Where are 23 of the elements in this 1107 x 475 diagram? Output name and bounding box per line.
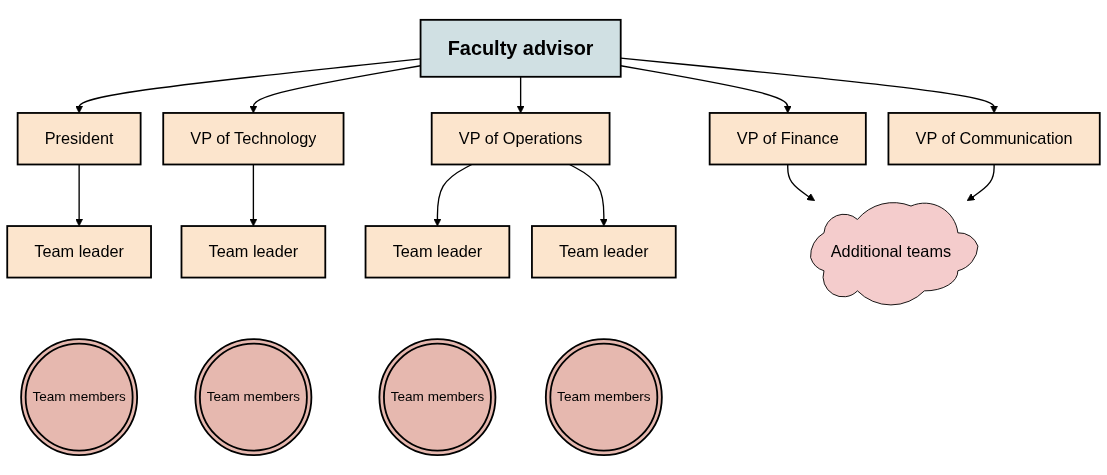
- node-box: President: [16, 112, 142, 166]
- node-circle: Team members: [20, 338, 139, 457]
- node-box: Team leader: [364, 225, 511, 279]
- node-circle: Team members: [378, 338, 497, 457]
- node-box: Faculty advisor: [419, 18, 622, 78]
- arrow: [75, 163, 84, 227]
- arrow: [568, 163, 608, 227]
- node-circle: Team members: [194, 338, 313, 457]
- node-box: VP of Operations: [430, 112, 611, 166]
- node-circle: Team members: [544, 338, 663, 457]
- arrow: [620, 57, 999, 114]
- arrow: [966, 163, 995, 201]
- arrow: [620, 65, 792, 114]
- node-box: VP of Technology: [162, 112, 345, 166]
- arrow: [516, 76, 525, 114]
- node-box: Team leader: [180, 225, 327, 279]
- node-box: VP of Finance: [708, 112, 867, 166]
- node-box: Team leader: [531, 225, 677, 279]
- arrow: [433, 163, 473, 227]
- node-box: VP of Communication: [887, 112, 1101, 166]
- arrow: [787, 163, 816, 201]
- arrow: [249, 163, 258, 227]
- node-box: Team leader: [6, 225, 152, 279]
